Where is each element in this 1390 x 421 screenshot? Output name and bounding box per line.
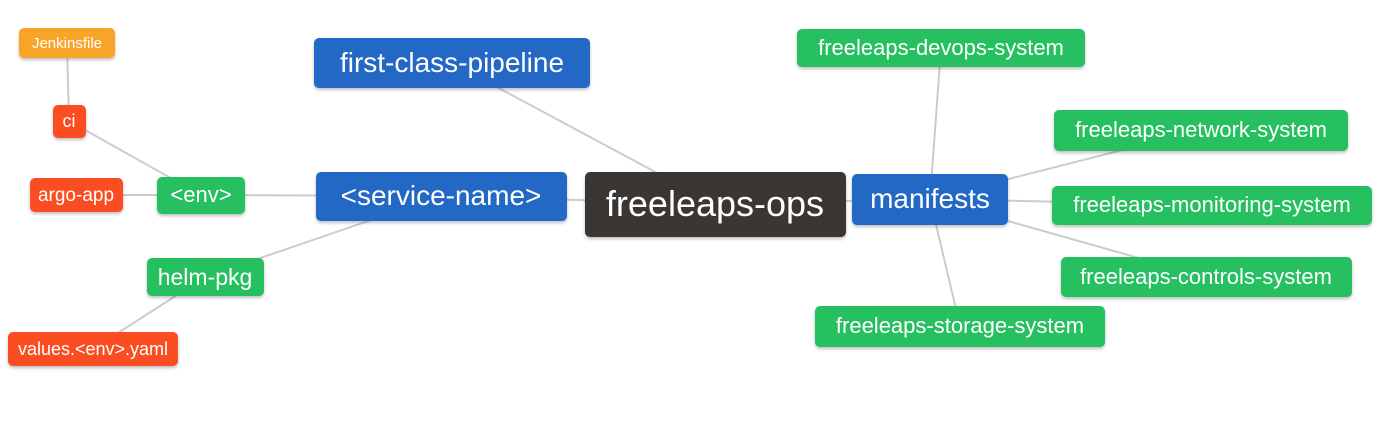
node-service-name[interactable]: <service-name> <box>315 171 567 221</box>
node-argo-app[interactable]: argo-app <box>29 178 123 212</box>
node-helm-pkg[interactable]: helm-pkg <box>146 258 264 296</box>
node-ci[interactable]: ci <box>52 104 86 138</box>
node-first-class-pipeline[interactable]: first-class-pipeline <box>314 38 590 88</box>
node-freeleaps-network-system[interactable]: freeleaps-network-system <box>1054 109 1348 151</box>
node-freeleaps-controls-system[interactable]: freeleaps-controls-system <box>1060 257 1352 297</box>
node-freeleaps-monitoring-system[interactable]: freeleaps-monitoring-system <box>1052 185 1372 225</box>
node-jenkinsfile[interactable]: Jenkinsfile <box>19 28 115 58</box>
node-freeleaps-devops-system[interactable]: freeleaps-devops-system <box>797 29 1085 67</box>
node-freeleaps-storage-system[interactable]: freeleaps-storage-system <box>815 305 1105 347</box>
node-values-env-yaml[interactable]: values.<env>.yaml <box>8 332 178 366</box>
node-manifests[interactable]: manifests <box>852 173 1008 225</box>
node-env[interactable]: <env> <box>157 176 245 214</box>
node-freeleaps-ops-root[interactable]: freeleaps-ops <box>584 171 846 237</box>
